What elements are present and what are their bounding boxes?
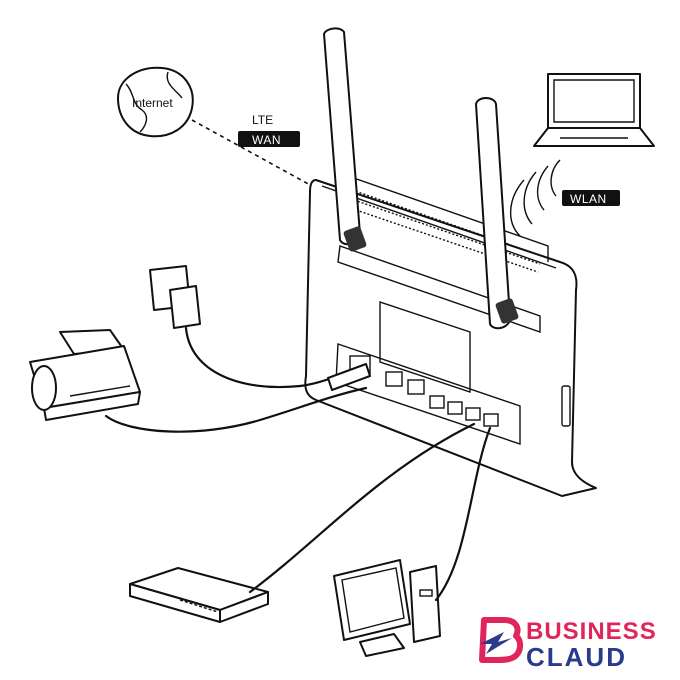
wlan-label: WLAN bbox=[570, 192, 607, 206]
printer bbox=[29, 329, 368, 433]
wan-chip: WAN bbox=[238, 131, 300, 147]
router bbox=[304, 175, 597, 497]
internet-globe: Internet bbox=[117, 66, 194, 138]
business-claud-logo: BUSINESS CLAUD bbox=[470, 600, 675, 674]
logo-word-claud: CLAUD bbox=[526, 642, 627, 672]
wan-label: WAN bbox=[252, 133, 281, 147]
logo-word-business: BUSINESS bbox=[526, 618, 657, 645]
wifi-waves-icon bbox=[509, 159, 561, 237]
internet-label: Internet bbox=[132, 96, 173, 110]
antenna-right bbox=[475, 97, 519, 330]
desktop-computer bbox=[333, 426, 492, 657]
antenna-left bbox=[323, 27, 367, 252]
power-adapter bbox=[149, 265, 371, 391]
logo-b-mark-icon bbox=[479, 617, 524, 663]
wlan-chip: WLAN bbox=[562, 190, 620, 206]
network-switch bbox=[129, 422, 476, 623]
laptop bbox=[533, 73, 655, 147]
lte-dashed-link bbox=[191, 119, 313, 187]
lte-label: LTE bbox=[252, 113, 273, 127]
